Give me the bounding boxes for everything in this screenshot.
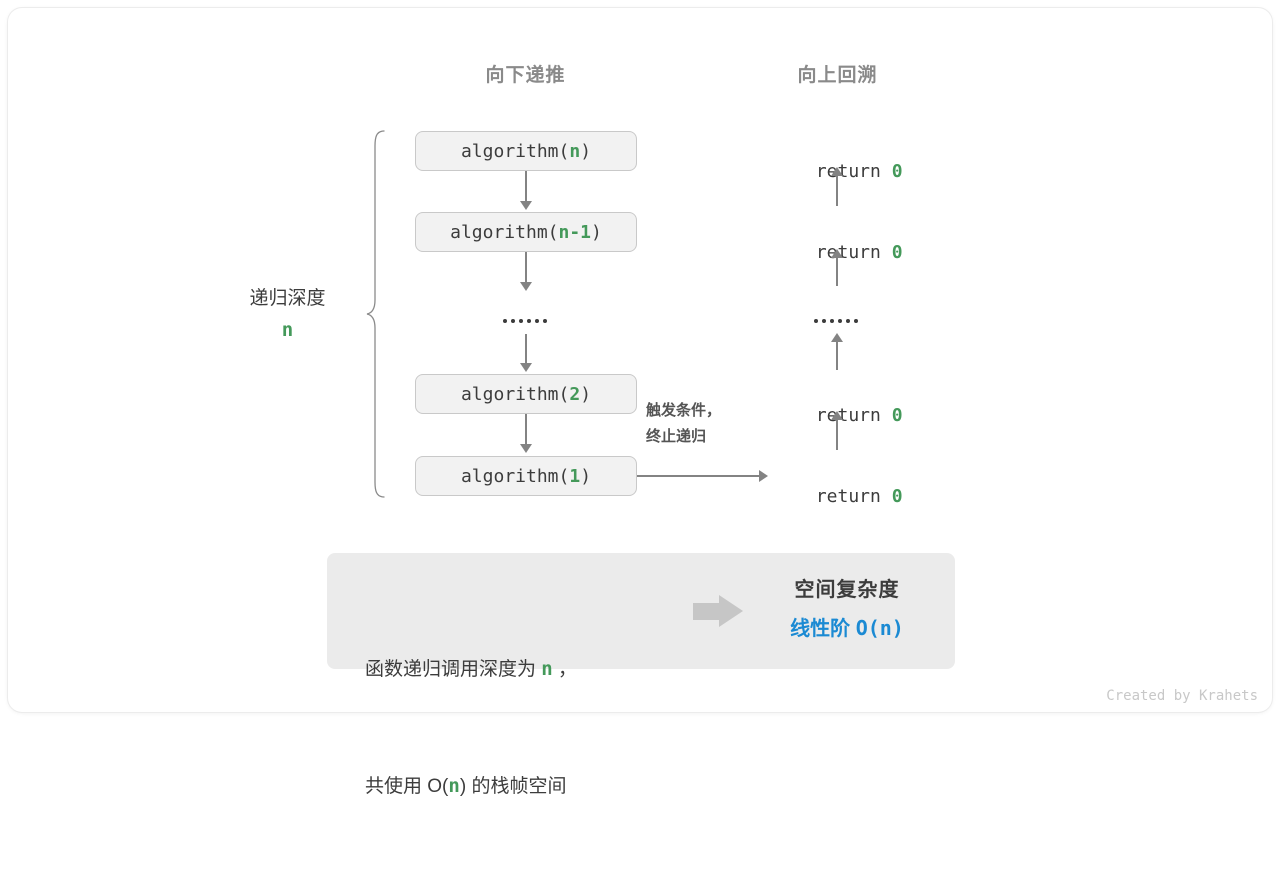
down-arrow-shaft-4 <box>525 414 527 446</box>
call-box-2[interactable]: algorithm(2) <box>415 374 637 414</box>
trigger-note-line1: 触发条件， <box>646 402 722 419</box>
summary-line2-n: n <box>448 775 460 797</box>
left-ellipsis <box>503 319 547 323</box>
call-box-arg: n-1 <box>558 221 592 243</box>
credit-text: Created by Krahets <box>1106 688 1258 704</box>
return-keyword: return <box>815 405 892 426</box>
down-arrow-head-2 <box>520 282 532 291</box>
trigger-condition-note: 触发条件， 终止递归 <box>646 398 721 450</box>
base-case-arrow-shaft <box>637 475 761 477</box>
summary-description-line2: 共使用 O(n) 的栈帧空间 <box>365 767 577 806</box>
up-arrow-shaft-1 <box>836 174 838 206</box>
base-case-arrow-head <box>759 470 768 482</box>
right-ellipsis <box>814 319 858 323</box>
down-arrow-shaft-2 <box>525 252 527 284</box>
return-label-4: return 0 <box>760 465 915 528</box>
space-complexity-title: 空间复杂度 <box>794 579 900 601</box>
summary-line2-text-b: ) 的栈帧空间 <box>459 776 567 797</box>
down-arrow-head-3 <box>520 363 532 372</box>
call-box-suffix: ) <box>591 221 602 243</box>
call-box-prefix: algorithm( <box>450 221 559 243</box>
return-keyword: return <box>815 486 892 507</box>
call-box-suffix: ) <box>580 140 592 162</box>
return-value: 0 <box>891 486 903 507</box>
call-box-n[interactable]: algorithm(n) <box>415 131 637 171</box>
summary-line2-text-a: 共使用 O( <box>365 776 449 797</box>
up-arrow-shaft-2 <box>836 256 838 286</box>
return-value: 0 <box>891 242 903 263</box>
summary-line1-text-b: ， <box>552 659 578 680</box>
down-arrow-head-4 <box>520 444 532 453</box>
arrow-shaft <box>693 603 721 620</box>
call-box-n-minus-1[interactable]: algorithm(n-1) <box>415 212 637 252</box>
call-box-suffix: ) <box>580 465 592 487</box>
column-heading-recurse-down: 向下递推 <box>485 65 566 86</box>
up-arrow-head-4 <box>831 411 843 420</box>
return-value: 0 <box>891 161 903 182</box>
return-keyword: return <box>815 242 892 263</box>
summary-panel: 函数递归调用深度为 n ， 共使用 O(n) 的栈帧空间 空间复杂度 线性阶 O… <box>327 553 955 797</box>
right-block-arrow-icon <box>693 595 753 627</box>
call-box-arg: 2 <box>569 383 581 405</box>
down-arrow-shaft-3 <box>525 334 527 365</box>
up-arrow-shaft-3 <box>836 340 838 370</box>
space-complexity-value: 线性阶 O(n) <box>757 608 937 649</box>
summary-result: 空间复杂度 线性阶 O(n) <box>757 572 937 649</box>
call-box-1[interactable]: algorithm(1) <box>415 456 637 496</box>
up-arrow-head-3 <box>831 333 843 342</box>
return-value: 0 <box>891 405 903 426</box>
summary-line1-text-a: 函数递归调用深度为 <box>365 659 542 680</box>
complexity-expression: O(n) <box>855 616 904 640</box>
return-label-3: return 0 <box>760 384 915 447</box>
recursion-depth-label: 递归深度 <box>249 288 326 309</box>
call-box-arg: 1 <box>569 465 581 487</box>
call-box-prefix: algorithm( <box>460 140 570 162</box>
summary-line1-n: n <box>541 658 553 680</box>
arrow-head <box>719 595 743 627</box>
up-arrow-head-2 <box>831 249 843 258</box>
trigger-note-line2: 终止递归 <box>646 428 707 445</box>
column-heading-backtrack-up: 向上回溯 <box>797 65 878 86</box>
up-arrow-head-1 <box>831 167 843 176</box>
complexity-name: 线性阶 <box>790 618 851 640</box>
up-arrow-shaft-4 <box>836 418 838 450</box>
diagram-canvas: 向下递推 向上回溯 递归深度 n algorithm(n) algorithm(… <box>249 65 1258 797</box>
return-keyword: return <box>815 161 892 182</box>
call-box-arg: n <box>569 140 581 162</box>
call-box-prefix: algorithm( <box>460 465 570 487</box>
recursion-depth-brace <box>366 130 385 498</box>
summary-description: 函数递归调用深度为 n ， 共使用 O(n) 的栈帧空间 <box>365 572 577 884</box>
down-arrow-head-1 <box>520 201 532 210</box>
down-arrow-shaft-1 <box>525 171 527 203</box>
call-box-prefix: algorithm( <box>460 383 570 405</box>
call-box-suffix: ) <box>580 383 592 405</box>
recursion-depth-value: n <box>281 319 294 341</box>
summary-description-line1: 函数递归调用深度为 n ， <box>365 650 577 689</box>
return-label-1: return 0 <box>760 140 915 203</box>
